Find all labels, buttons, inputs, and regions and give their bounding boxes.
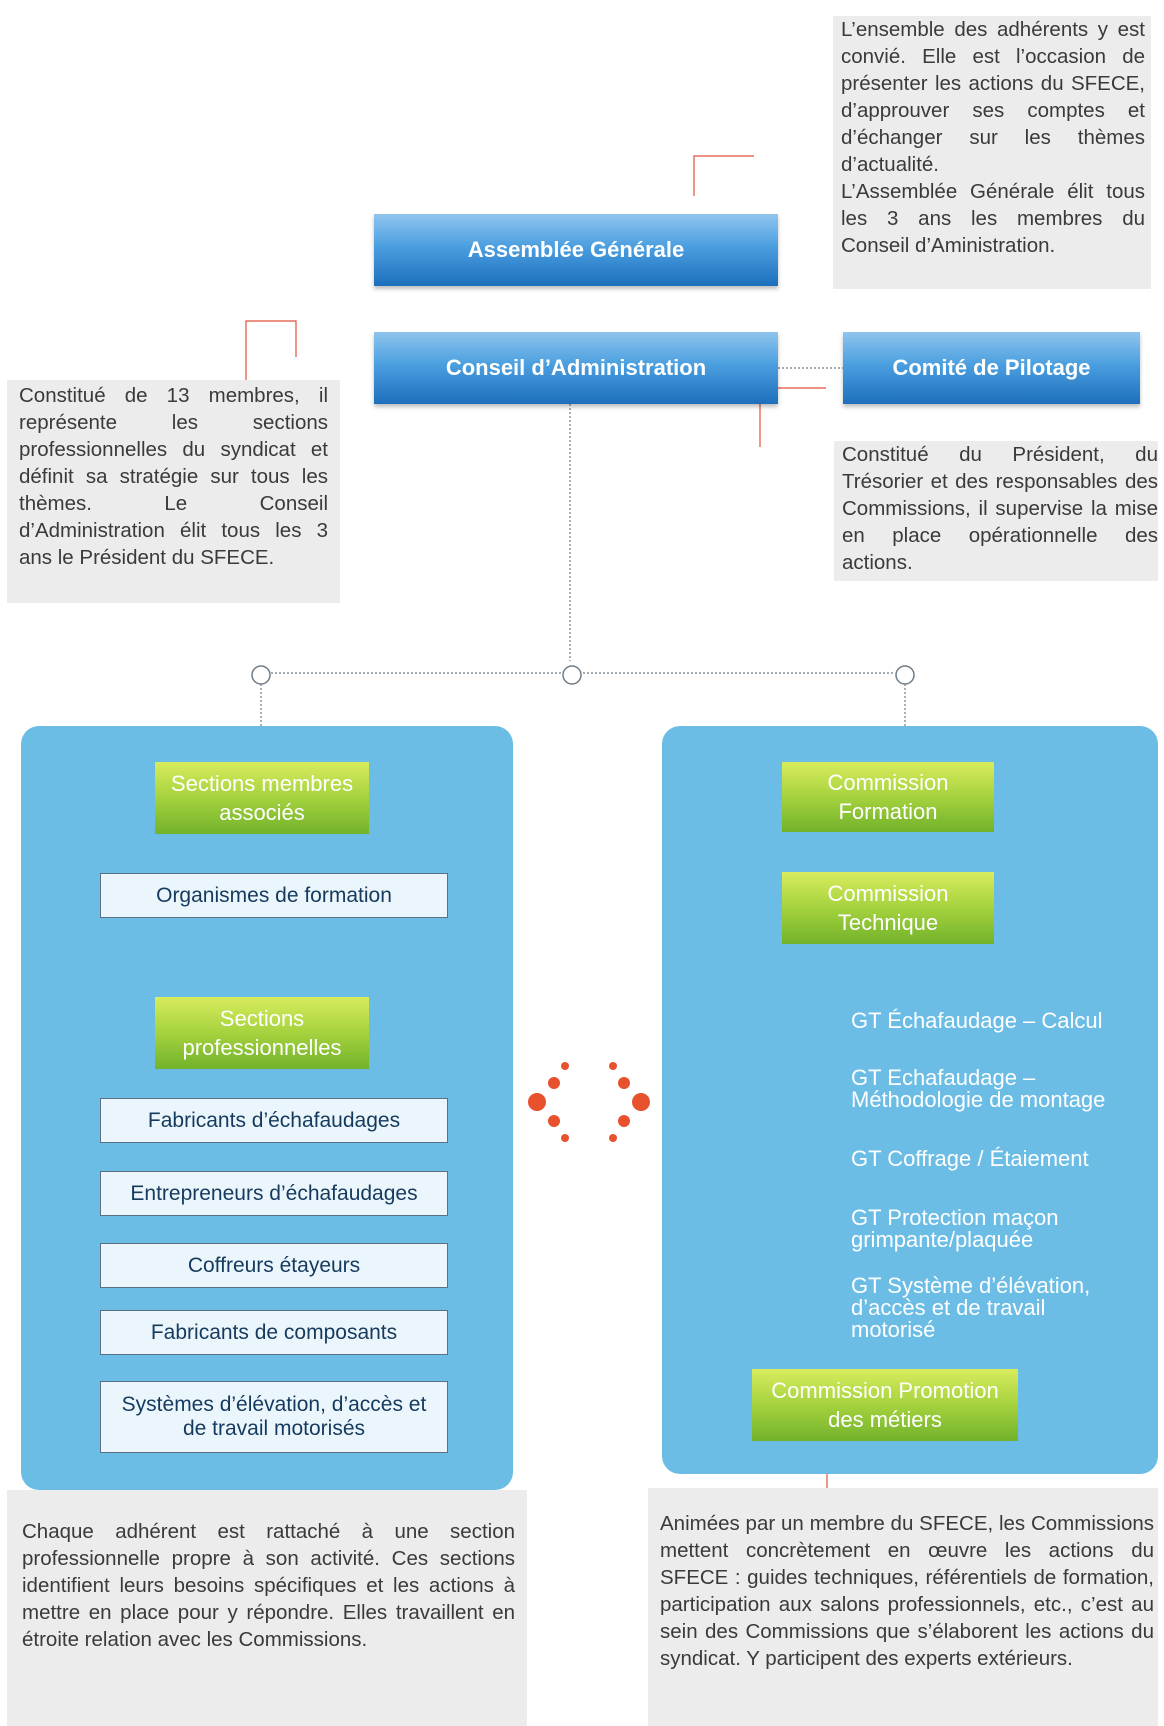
gt-echafaudage-calcul: GT Échafaudage – Calcul <box>851 1010 1151 1032</box>
comite-pilotage-label: Comité de Pilotage <box>892 355 1091 380</box>
section-coffreurs-etayeurs: Coffreurs étayeurs <box>100 1243 448 1288</box>
note-conseil-text: Constitué de 13 membres, il représente l… <box>19 384 328 569</box>
orange-dots-decoration <box>528 1062 650 1142</box>
gt-protection-macon-label: GT Protection maçon grimpante/plaquée <box>851 1205 1059 1252</box>
sections-associes-heading: Sections membres associés <box>155 762 369 834</box>
section-fabricants-composants-label: Fabricants de composants <box>150 1320 398 1344</box>
section-systemes-elevation: Systèmes d’élévation, d’accès et de trav… <box>100 1381 448 1453</box>
assemblee-generale-label: Assemblée Générale <box>467 237 685 262</box>
note-assemblee: L’ensemble des adhérents y est convié. E… <box>833 16 1151 289</box>
commission-formation: Commission Formation <box>782 762 994 832</box>
gt-coffrage-etaiement-label: GT Coffrage / Étaiement <box>851 1146 1089 1171</box>
note-assemblee-p2: L’Assemblée Générale élit tous les 3 ans… <box>841 180 1145 257</box>
section-fabricants-echafaudages-label: Fabricants d’échafaudages <box>147 1108 401 1132</box>
section-fabricants-echafaudages: Fabricants d’échafaudages <box>100 1098 448 1143</box>
note-comite: Constitué du Président, du Trésorier et … <box>834 441 1158 581</box>
node-center <box>562 665 582 685</box>
node-left <box>251 665 271 685</box>
gt-coffrage-etaiement: GT Coffrage / Étaiement <box>851 1148 1151 1170</box>
section-systemes-elevation-label: Systèmes d’élévation, d’accès et de trav… <box>121 1393 427 1440</box>
gt-protection-macon: GT Protection maçon grimpante/plaquée <box>851 1207 1151 1251</box>
commission-technique-label: Commission Technique <box>827 881 949 935</box>
note-conseil: Constitué de 13 membres, il représente l… <box>7 380 340 603</box>
assemblee-generale-box: Assemblée Générale <box>374 214 778 286</box>
section-entrepreneurs-echafaudages: Entrepreneurs d’échafaudages <box>100 1171 448 1216</box>
gt-echafaudage-methodologie-label: GT Echafaudage – Méthodologie de montage <box>851 1065 1106 1112</box>
commission-technique: Commission Technique <box>782 872 994 944</box>
note-commissions-text: Animées par un membre du SFECE, les Comm… <box>660 1512 1154 1670</box>
note-assemblee-p1: L’ensemble des adhérents y est convié. E… <box>841 18 1145 176</box>
note-commissions: Animées par un membre du SFECE, les Comm… <box>648 1488 1158 1726</box>
section-organismes-formation: Organismes de formation <box>100 873 448 918</box>
conseil-administration-label: Conseil d’Administration <box>445 355 707 380</box>
gt-echafaudage-methodologie: GT Echafaudage – Méthodologie de montage <box>851 1067 1151 1111</box>
gt-systeme-elevation-label: GT Système d’élévation, d’accès et de tr… <box>851 1273 1091 1342</box>
commission-promotion-label: Commission Promotion des métiers <box>771 1378 999 1432</box>
section-coffreurs-etayeurs-label: Coffreurs étayeurs <box>187 1253 361 1277</box>
commissions-panel <box>662 726 1158 1474</box>
note-comite-text: Constitué du Président, du Trésorier et … <box>842 443 1158 574</box>
commission-formation-label: Commission Formation <box>827 770 949 824</box>
comite-pilotage-box: Comité de Pilotage <box>843 332 1140 404</box>
sections-professionnelles-heading-text: Sections professionnelles <box>182 1006 342 1060</box>
node-right <box>895 665 915 685</box>
sections-professionnelles-heading: Sections professionnelles <box>155 997 369 1069</box>
section-entrepreneurs-echafaudages-label: Entrepreneurs d’échafaudages <box>130 1181 418 1205</box>
section-fabricants-composants: Fabricants de composants <box>100 1310 448 1355</box>
note-sections-text: Chaque adhérent est rattaché à une secti… <box>22 1520 515 1651</box>
commission-promotion: Commission Promotion des métiers <box>752 1369 1018 1441</box>
sections-associes-heading-text: Sections membres associés <box>170 771 354 825</box>
conseil-administration-box: Conseil d’Administration <box>374 332 778 404</box>
leader-conseil <box>245 320 297 385</box>
section-organismes-formation-label: Organismes de formation <box>156 883 392 907</box>
gt-echafaudage-calcul-label: GT Échafaudage – Calcul <box>851 1008 1103 1033</box>
gt-systeme-elevation: GT Système d’élévation, d’accès et de tr… <box>851 1275 1111 1341</box>
leader-assemblee <box>693 155 754 196</box>
note-sections: Chaque adhérent est rattaché à une secti… <box>7 1490 527 1726</box>
